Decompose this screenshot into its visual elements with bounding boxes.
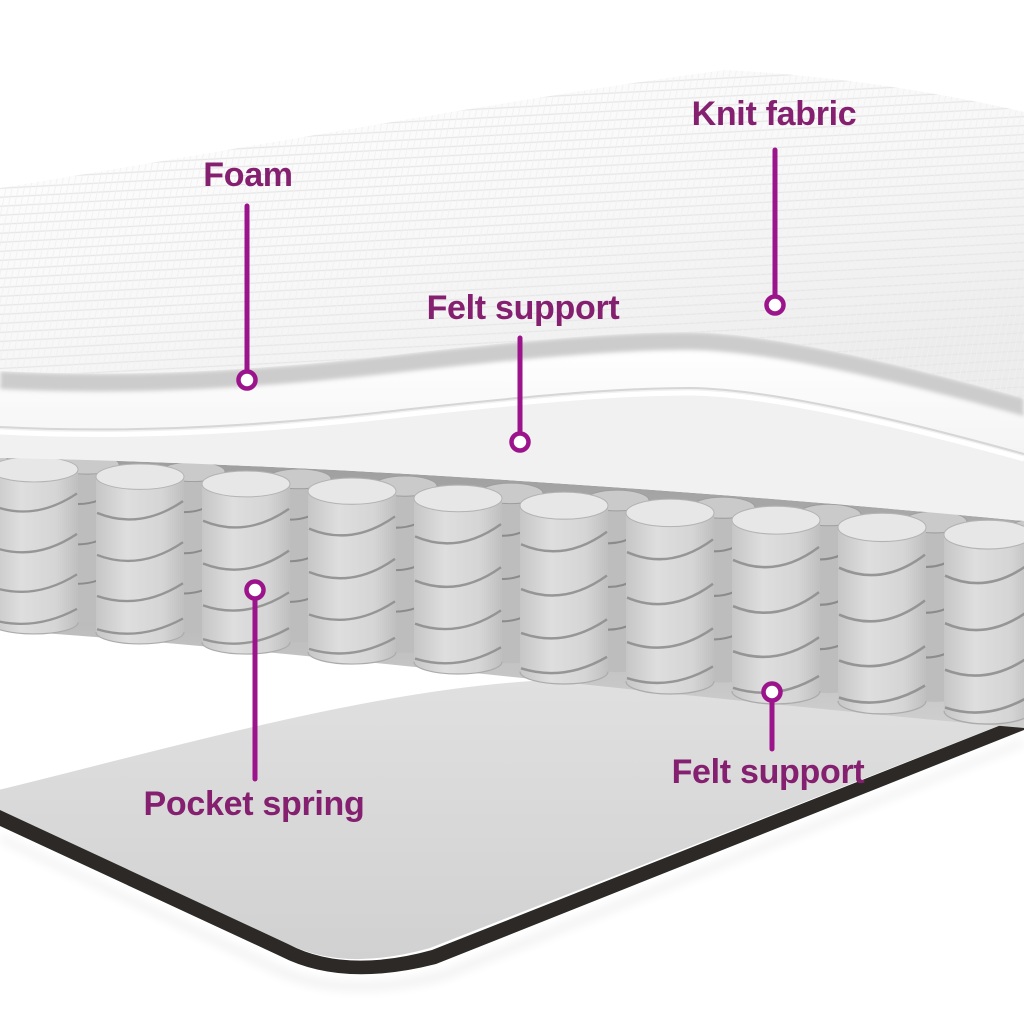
foam-layer (0, 346, 1024, 454)
pointer-dot (761, 681, 783, 703)
pointer-dot (509, 431, 531, 453)
pointer-knit-fabric (764, 147, 786, 316)
pointer-dot (236, 369, 258, 391)
pointer-felt-support-bottom (761, 681, 783, 752)
pointer-felt-support-top (509, 335, 531, 453)
label-pocket-spring: Pocket spring (143, 785, 365, 823)
label-knit-fabric: Knit fabric (691, 95, 857, 133)
pointer-foam (236, 203, 258, 391)
label-foam: Foam (203, 156, 293, 194)
foam-felt-seam (0, 386, 1024, 455)
base-slab (0, 672, 1024, 992)
base-dark-edge (0, 716, 1024, 975)
knit-fabric-top (0, 70, 1024, 398)
label-felt-support-bottom: Felt support (671, 753, 865, 791)
pointer-pocket-spring (244, 579, 266, 782)
pointer-dot (764, 294, 786, 316)
top-layer-shadow (0, 332, 1024, 416)
pointer-dot (244, 579, 266, 601)
foam-felt-piping (0, 390, 1024, 462)
label-felt-support-top: Felt support (426, 289, 620, 327)
felt-support-top-layer (0, 388, 1024, 521)
